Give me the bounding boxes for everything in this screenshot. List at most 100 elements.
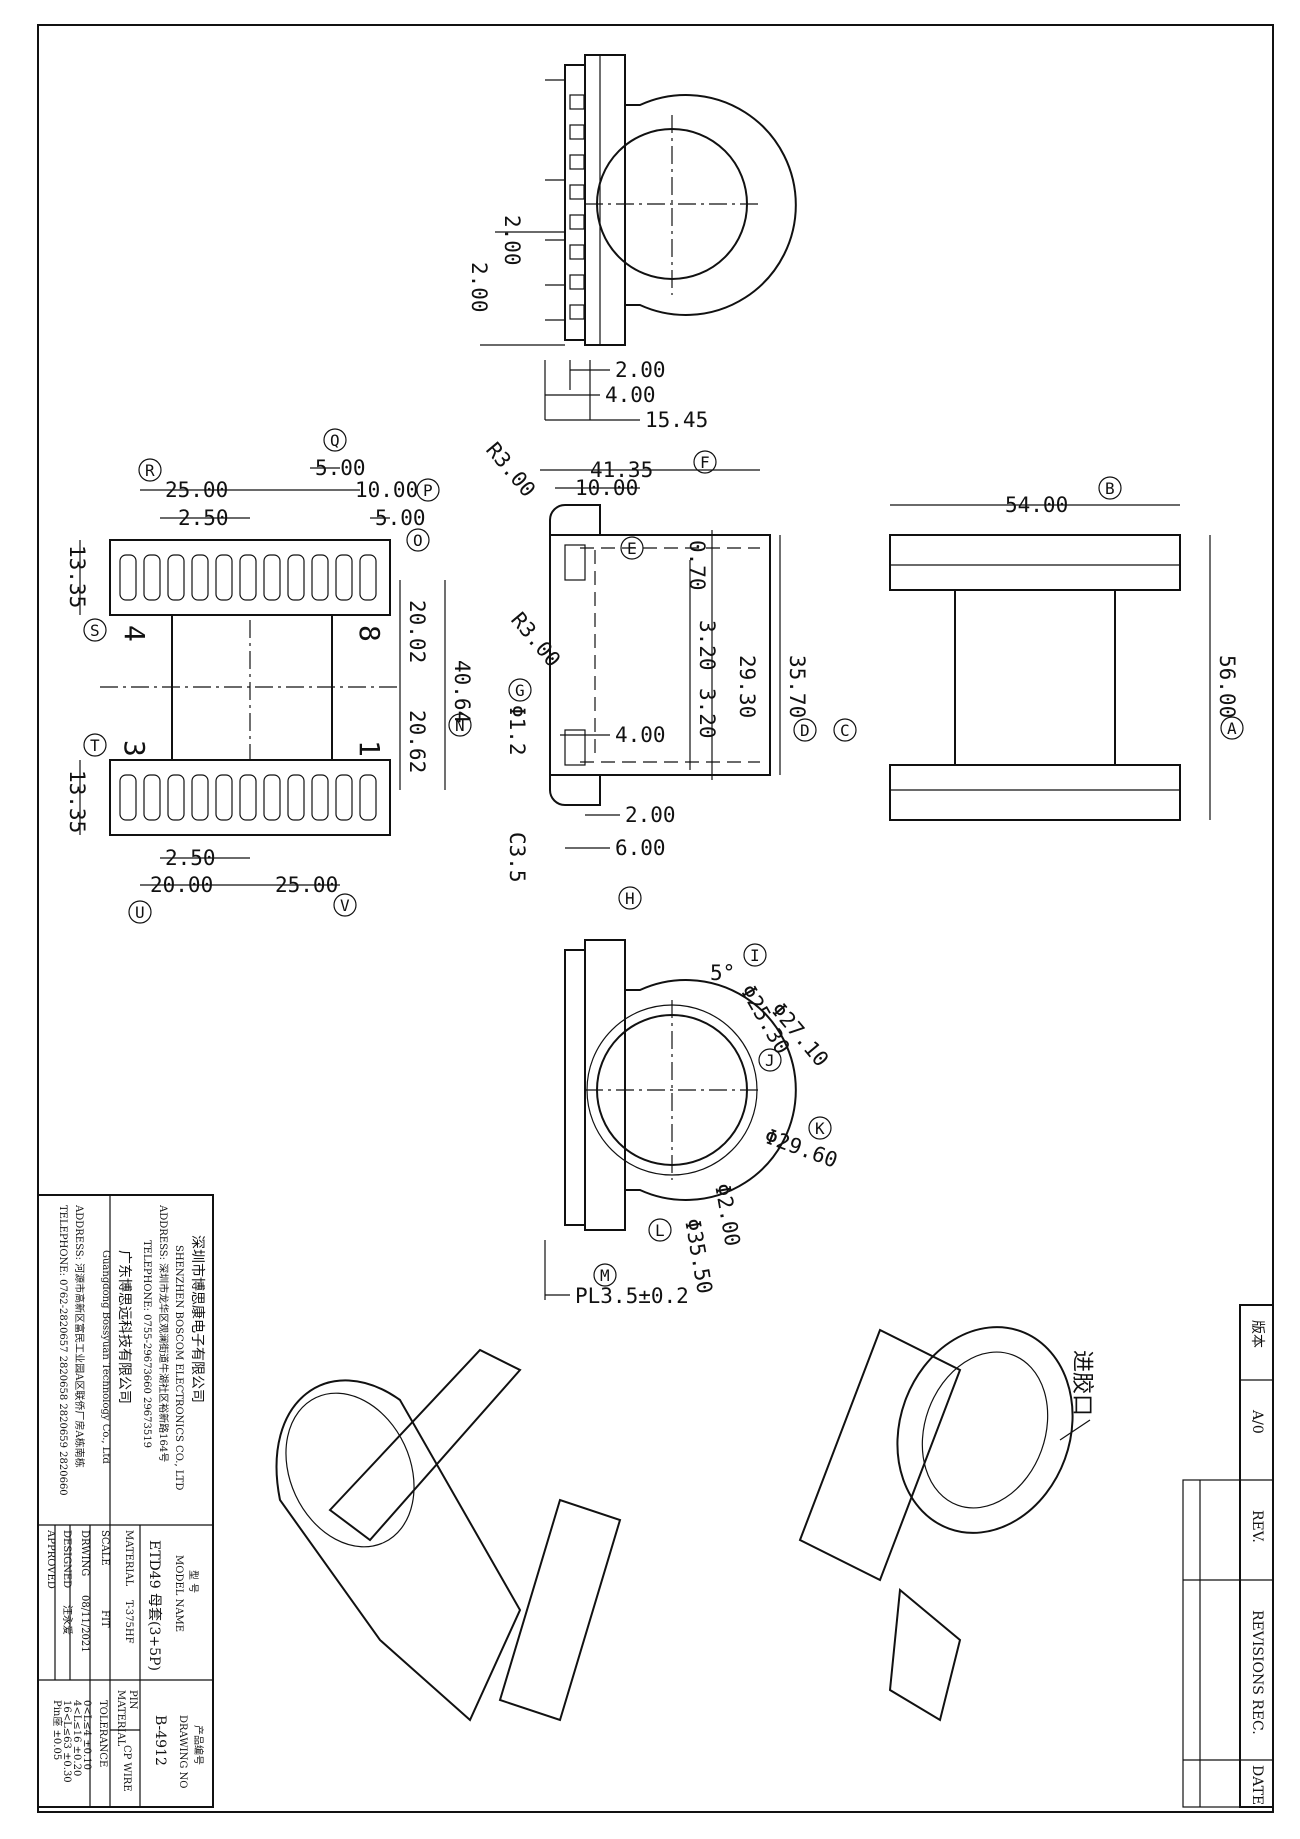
bottom-dim-1: 5° (710, 961, 735, 985)
date-label: DATE (1249, 1765, 1265, 1805)
pin-4-label: 4 (118, 625, 151, 642)
material-value: T-375HF (123, 1600, 134, 1644)
left-dim-11: 2.50 (165, 846, 216, 870)
model-value: ETD49 母套(3+5P) (146, 1540, 162, 1671)
company2-telephone: TELEPHONE: 0762-2820657 2820658 2820659 … (57, 1205, 68, 1496)
svg-text:G: G (515, 681, 525, 700)
balloon-l: L (648, 1218, 672, 1242)
center-dim-5: R3.00 (506, 608, 565, 672)
tolerance-label: TOLERANCE (97, 1700, 108, 1767)
left-dim-8: 40.64 (450, 660, 474, 723)
company2-address: ADDRESS: 河源市高新区富民工业园A区联侨厂房A栋南栋 (73, 1204, 86, 1468)
drawing-no-label: DRAWING NO (177, 1715, 188, 1788)
company-en: SHENZHEN BOSCOM ELECTRONICS CO., LTD (173, 1245, 184, 1490)
balloon-g: G (508, 678, 532, 702)
balloon-v: V (333, 893, 357, 917)
company-address: ADDRESS: 深圳市龙华区观澜街道牛湖社区裕新路164号 (157, 1204, 170, 1462)
left-dim-5: 5.00 (375, 506, 426, 530)
product-no-cn: 产品编号 (192, 1725, 205, 1765)
revisions-label: REVISIONS REC. (1249, 1610, 1265, 1735)
left-dim-4: 2.50 (178, 506, 229, 530)
svg-text:I: I (750, 946, 760, 965)
company2-en: Guangdong Bossyuan Technology Co., Ltd (100, 1250, 111, 1464)
balloon-o: O (406, 528, 430, 552)
top-dim-5: 15.45 (645, 408, 708, 432)
right-dim-1: 54.00 (1005, 493, 1068, 517)
svg-text:V: V (340, 896, 350, 915)
isometric-view-left (275, 1348, 622, 1722)
left-dim-2: 5.00 (315, 456, 366, 480)
drwing-value: 08/11/2021 (79, 1595, 90, 1653)
tolerance-line-4: Pin座 ±0.05 (51, 1700, 64, 1760)
pin-3-label: 3 (118, 740, 151, 757)
right-dim-2: 56.00 (1215, 655, 1239, 718)
top-dim-3: 2.00 (615, 358, 666, 382)
left-dim-13: 25.00 (275, 873, 338, 897)
balloon-s: S (83, 618, 107, 642)
left-dim-3: 10.00 (355, 478, 418, 502)
balloon-h: H (618, 886, 642, 910)
svg-text:Q: Q (330, 431, 340, 450)
company-cn: 深圳市博思康电子有限公司 (189, 1235, 206, 1403)
balloon-t: T (83, 733, 107, 757)
balloon-f: F (693, 450, 717, 474)
svg-text:M: M (600, 1266, 610, 1285)
scale-label: SCALE (99, 1530, 110, 1566)
model-label-cn: 型 号 (187, 1570, 200, 1593)
pin-material-value: CP WIRE (121, 1745, 132, 1792)
left-view: 25.00 5.00 10.00 2.50 5.00 13.35 20.02 4… (65, 428, 474, 924)
scale-value: FIT (99, 1610, 110, 1628)
pin-material-label: MATERIAL (115, 1690, 126, 1747)
company2-cn: 广东博思远科技有限公司 (116, 1250, 133, 1404)
bottom-dim-5: Φ2.00 (710, 1182, 745, 1248)
svg-text:H: H (625, 889, 635, 908)
center-view: 41.35 R3.00 10.00 0.70 R3.00 3.20 3.20 2… (481, 438, 857, 910)
center-dim-14: 6.00 (615, 836, 666, 860)
svg-text:L: L (655, 1221, 665, 1240)
svg-text:T: T (90, 736, 100, 755)
bottom-dim-4: Φ29.60 (761, 1124, 840, 1172)
center-dim-12: 2.00 (625, 803, 676, 827)
version-label: 版本 (1249, 1320, 1265, 1348)
bottom-dim-7: PL3.5±0.2 (575, 1284, 689, 1308)
svg-text:F: F (700, 453, 710, 472)
left-dim-1: 25.00 (165, 478, 228, 502)
balloon-u: U (128, 900, 152, 924)
left-view-top-pins (119, 554, 377, 601)
svg-text:K: K (815, 1119, 825, 1138)
pin-1-label: 1 (353, 740, 386, 757)
balloon-d: D (793, 718, 817, 742)
center-dim-7: 3.20 (695, 688, 719, 739)
svg-text:N: N (455, 716, 465, 735)
center-dim-10: Φ1.2 (505, 705, 529, 756)
top-view-pins (545, 79, 585, 321)
svg-text:J: J (765, 1051, 775, 1070)
top-dim-1: 2.00 (500, 215, 524, 266)
balloon-i: I (743, 943, 767, 967)
balloon-p: P (416, 478, 440, 502)
model-label-en: MODEL NAME (173, 1555, 184, 1632)
left-dim-12: 20.00 (150, 873, 213, 897)
left-dim-10: 13.35 (65, 770, 89, 833)
tolerance-line-3: 16<L≤63 ±0.30 (61, 1700, 72, 1783)
balloon-m: M (593, 1263, 617, 1287)
svg-text:O: O (413, 531, 423, 550)
rev-label: REV. (1249, 1510, 1265, 1543)
center-dim-8: 29.30 (735, 655, 759, 718)
center-dim-13: C3.5 (505, 832, 529, 883)
svg-text:R: R (145, 461, 155, 480)
bottom-view: 5° Φ25.30 Φ27.10 Φ29.60 Φ2.00 Φ35.50 PL3… (544, 939, 841, 1308)
balloon-n: N (448, 713, 472, 737)
designed-value: 汪永爱 (61, 1605, 74, 1635)
tolerance-line-2: 4<L≤16 ±0.20 (71, 1700, 82, 1776)
svg-text:U: U (135, 903, 145, 922)
center-dim-1: 41.35 (590, 458, 653, 482)
balloon-e: E (620, 536, 644, 560)
balloon-j: J (758, 1048, 782, 1072)
center-dim-11: 4.00 (615, 723, 666, 747)
balloon-a: A (1220, 716, 1244, 740)
center-dim-3: 10.00 (575, 476, 638, 500)
drwing-label: DRWING (79, 1530, 90, 1576)
pin-label: PIN (127, 1690, 138, 1710)
gate-label: 进胶口 (1069, 1350, 1094, 1416)
